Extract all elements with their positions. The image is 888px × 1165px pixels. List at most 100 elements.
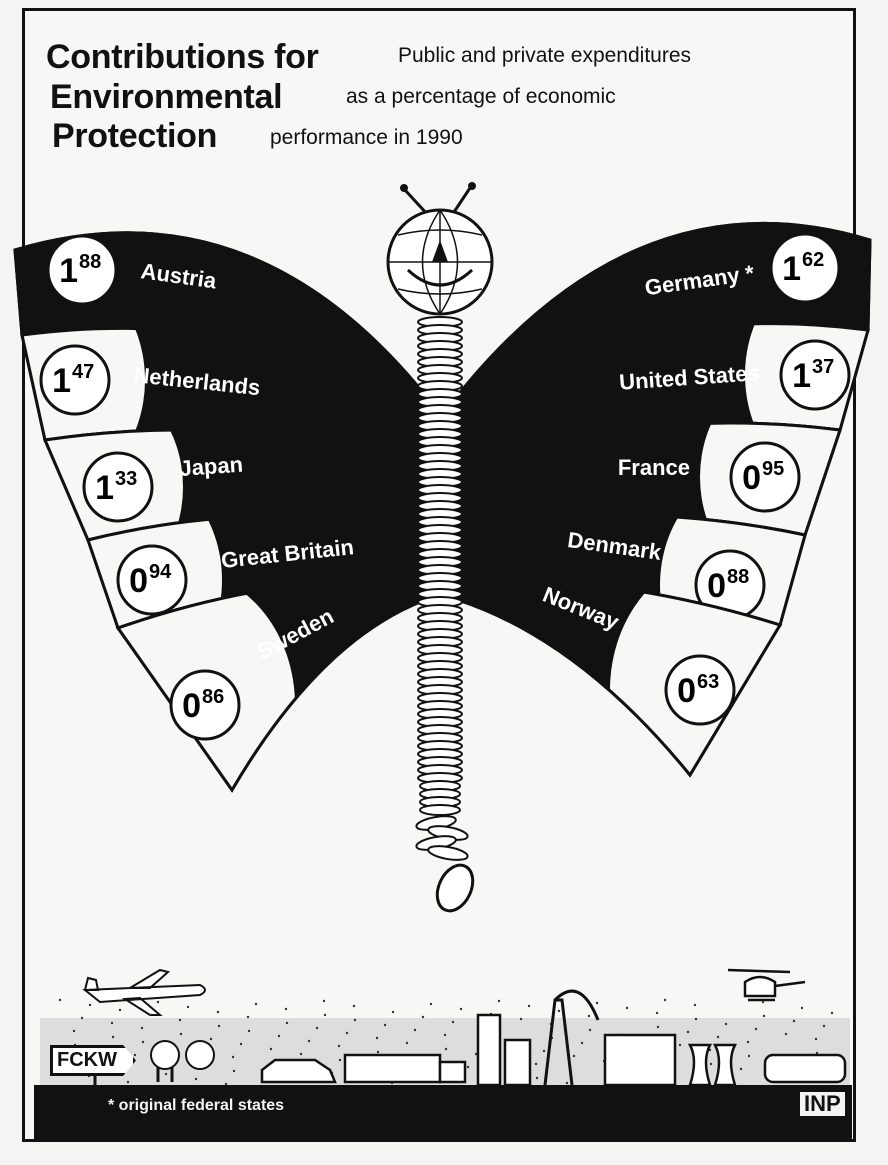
globe-grid [439,209,459,315]
value-circle [169,669,241,741]
smog-dot [164,1072,168,1076]
smog-dot [443,1033,447,1037]
antenna-tip [400,184,408,192]
value-circle [779,339,851,411]
value-decimal: 63 [697,671,719,693]
antenna-tip [468,182,476,190]
smog-dot [694,1017,698,1021]
value-decimal: 95 [762,458,784,480]
value-circle [82,451,154,523]
smog-dot [217,1024,221,1028]
smog-dot [337,1044,341,1048]
subtitle-line-1: Public and private expenditures [398,44,692,67]
smog-dot [254,1002,258,1006]
tree-icon [185,1040,215,1070]
smog-dot [822,1024,826,1028]
credit-logo: INP [800,1092,845,1116]
value-decimal: 33 [115,468,137,490]
smog-dot [580,1041,584,1045]
truck-cab [438,1060,467,1084]
smog-dot [322,999,326,1003]
smog-dot [88,1003,92,1007]
smog-dot [747,1054,751,1058]
smog-dot [709,1062,713,1066]
value-integer: 0 [182,687,201,725]
smog-dot [716,1035,720,1039]
factory-icon [603,1033,677,1087]
smog-dot [451,1020,455,1024]
globe-grid [397,229,483,236]
smog-dot [625,1006,629,1010]
smog-dot [148,1013,152,1017]
value-decimal: 94 [149,561,172,583]
smog-dot [459,1007,463,1011]
value-integer: 0 [707,567,726,605]
helicopter-icon [727,968,806,1002]
smog-dot [391,1010,395,1014]
smog-dot [224,1082,228,1086]
smog-dot [565,1081,569,1085]
ground-band [34,1085,852,1140]
smog-dot [307,1039,311,1043]
value-circle [769,232,841,304]
smog-dot [519,1017,523,1021]
smog-dot [784,1032,788,1036]
smog-dot [126,1080,130,1084]
footnote: * original federal states [108,1097,285,1114]
smog-dot [686,1030,690,1034]
smog-dot [299,1052,303,1056]
title-line-1: Contributions for [46,38,319,76]
smog-dot [209,1037,213,1041]
value-integer: 1 [95,469,114,507]
value-circle [46,234,118,306]
truck-icon [343,1053,442,1084]
smog-dot [232,1069,236,1073]
coin [419,804,461,816]
value-integer: 0 [677,672,696,710]
globe-grid [421,209,441,315]
subtitle-line-2: as a percentage of economic [346,85,616,108]
oil-rig-icon [543,989,600,1086]
smog-dot [133,1053,137,1057]
value-circle [39,344,111,416]
smog-dot [186,1005,190,1009]
value-decimal: 86 [202,686,224,708]
smog-dot [754,1027,758,1031]
smog-dot [534,1062,538,1066]
value-integer: 1 [792,357,811,395]
smog-dot [178,1018,182,1022]
smog-dot [352,1004,356,1008]
smog-dot [535,1076,539,1080]
smog-dot [111,1035,115,1039]
value-decimal: 88 [727,566,749,588]
factory-tower [476,1013,502,1087]
smog-dot [421,1015,425,1019]
country-label: France [618,455,690,480]
smog-dot [587,1014,591,1018]
smog-dot [338,1058,342,1062]
smog-dot [800,1006,804,1010]
smog-dot [413,1028,417,1032]
smog-dot [655,1011,659,1015]
smog-dot [383,1023,387,1027]
smog-dot [474,1052,478,1056]
smog-dot [557,1009,561,1013]
car-icon [260,1058,337,1084]
value-decimal: 88 [79,251,101,273]
smog-dot [247,1029,251,1033]
smog-dot [588,1028,592,1032]
fckw-sign: FCKW [50,1045,136,1076]
smog-dot [80,1016,84,1020]
smog-dot [246,1015,250,1019]
cooling-towers-icon [687,1043,738,1087]
smog-dot [345,1031,349,1035]
smog-dot [179,1032,183,1036]
value-circle [729,441,801,513]
smog-dot [284,1007,288,1011]
smog-dot [72,1029,76,1033]
smog-dot [405,1041,409,1045]
smog-dot [815,1051,819,1055]
smog-dot [429,1002,433,1006]
title-line-2: Environmental [50,78,283,116]
dropped-coin [435,863,475,913]
